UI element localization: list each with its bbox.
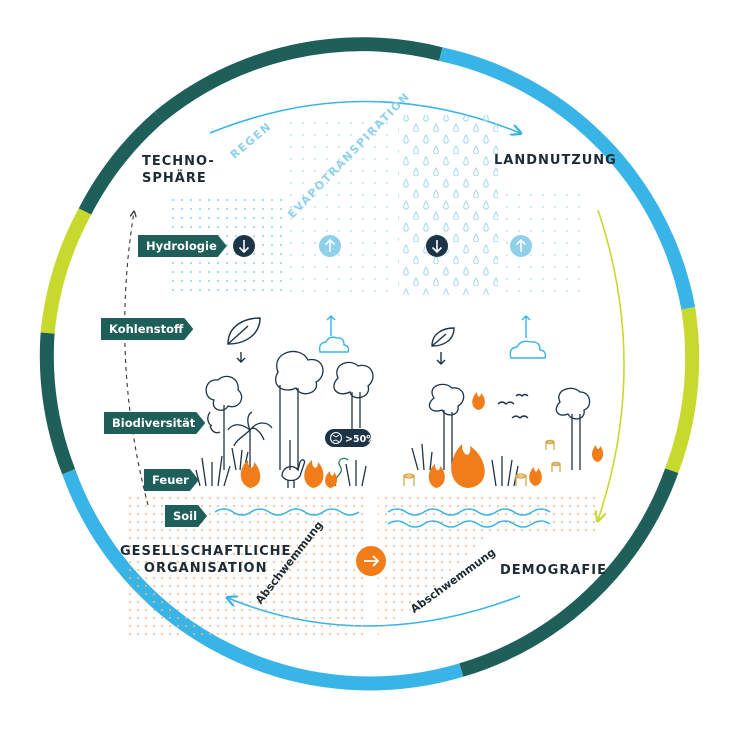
grass-icon xyxy=(195,455,231,487)
evaporation-area-left xyxy=(290,118,395,293)
outer-ring xyxy=(39,37,700,691)
fire-icon xyxy=(451,444,485,488)
arrow-right-circle-icon xyxy=(353,543,389,579)
tree-icon xyxy=(428,383,465,470)
grass-icon xyxy=(411,443,433,471)
arrow-down-circle-icon xyxy=(233,235,255,257)
row-label-biodiversitaet: Biodiversität xyxy=(104,412,205,434)
soil-water-right xyxy=(387,508,551,528)
grass-icon xyxy=(491,456,519,487)
cloud-icon xyxy=(509,315,547,359)
tree-icon xyxy=(275,350,324,470)
demografie-label: DEMOGRAFIE xyxy=(500,563,607,578)
fire-icon xyxy=(428,464,445,488)
fire-icon xyxy=(304,460,324,488)
stump-icon xyxy=(515,473,527,486)
tree-icon xyxy=(555,387,591,470)
leaf-icon xyxy=(431,327,455,365)
rain-area-right xyxy=(398,115,498,295)
monkey-icon xyxy=(207,411,221,434)
turkey-icon xyxy=(281,459,306,488)
tree-icon xyxy=(205,375,243,470)
fire-icon xyxy=(529,467,542,486)
row-label-feuer: Feuer xyxy=(144,469,199,491)
cloud-icon xyxy=(318,315,350,353)
stump-icon xyxy=(403,473,415,486)
stump-icon xyxy=(551,461,561,472)
bird-icon xyxy=(497,393,529,419)
stump-icon xyxy=(545,439,555,450)
fire-icon xyxy=(325,471,338,488)
leaf-icon xyxy=(227,317,261,363)
palm-icon xyxy=(227,411,273,470)
left-dashed-arrow xyxy=(124,212,149,506)
soil-area-right xyxy=(378,497,596,535)
arrow-down-circle-icon xyxy=(426,235,448,257)
grass-icon xyxy=(345,460,367,487)
soil-water-left xyxy=(214,508,360,516)
fire-icon xyxy=(240,460,261,488)
gesellschaft-label: GESELLSCHAFTLICHE ORGANISATION xyxy=(120,544,292,576)
tree-icon xyxy=(333,361,374,430)
forest-right xyxy=(403,383,591,487)
landnutzung-label: LANDNUTZUNG xyxy=(494,153,617,168)
arrow-up-circle-icon xyxy=(319,235,341,257)
fire-icon xyxy=(592,445,604,462)
globe-icon xyxy=(329,431,343,445)
forest-left xyxy=(195,350,374,488)
row-label-kohlenstoff: Kohlenstoff xyxy=(101,318,193,340)
percentage-badge: >50% xyxy=(325,429,376,447)
row-label-soil: Soil xyxy=(165,505,207,527)
fire-icon xyxy=(472,392,485,410)
technosphaere-label: TECHNO- SPHÄRE xyxy=(142,154,215,186)
badge-text: >50% xyxy=(345,434,376,445)
soil-area-right-bottom xyxy=(378,535,490,640)
right-flow-arrow xyxy=(598,209,625,520)
row-label-hydrologie: Hydrologie xyxy=(138,235,227,257)
arrow-up-circle-icon xyxy=(510,235,532,257)
